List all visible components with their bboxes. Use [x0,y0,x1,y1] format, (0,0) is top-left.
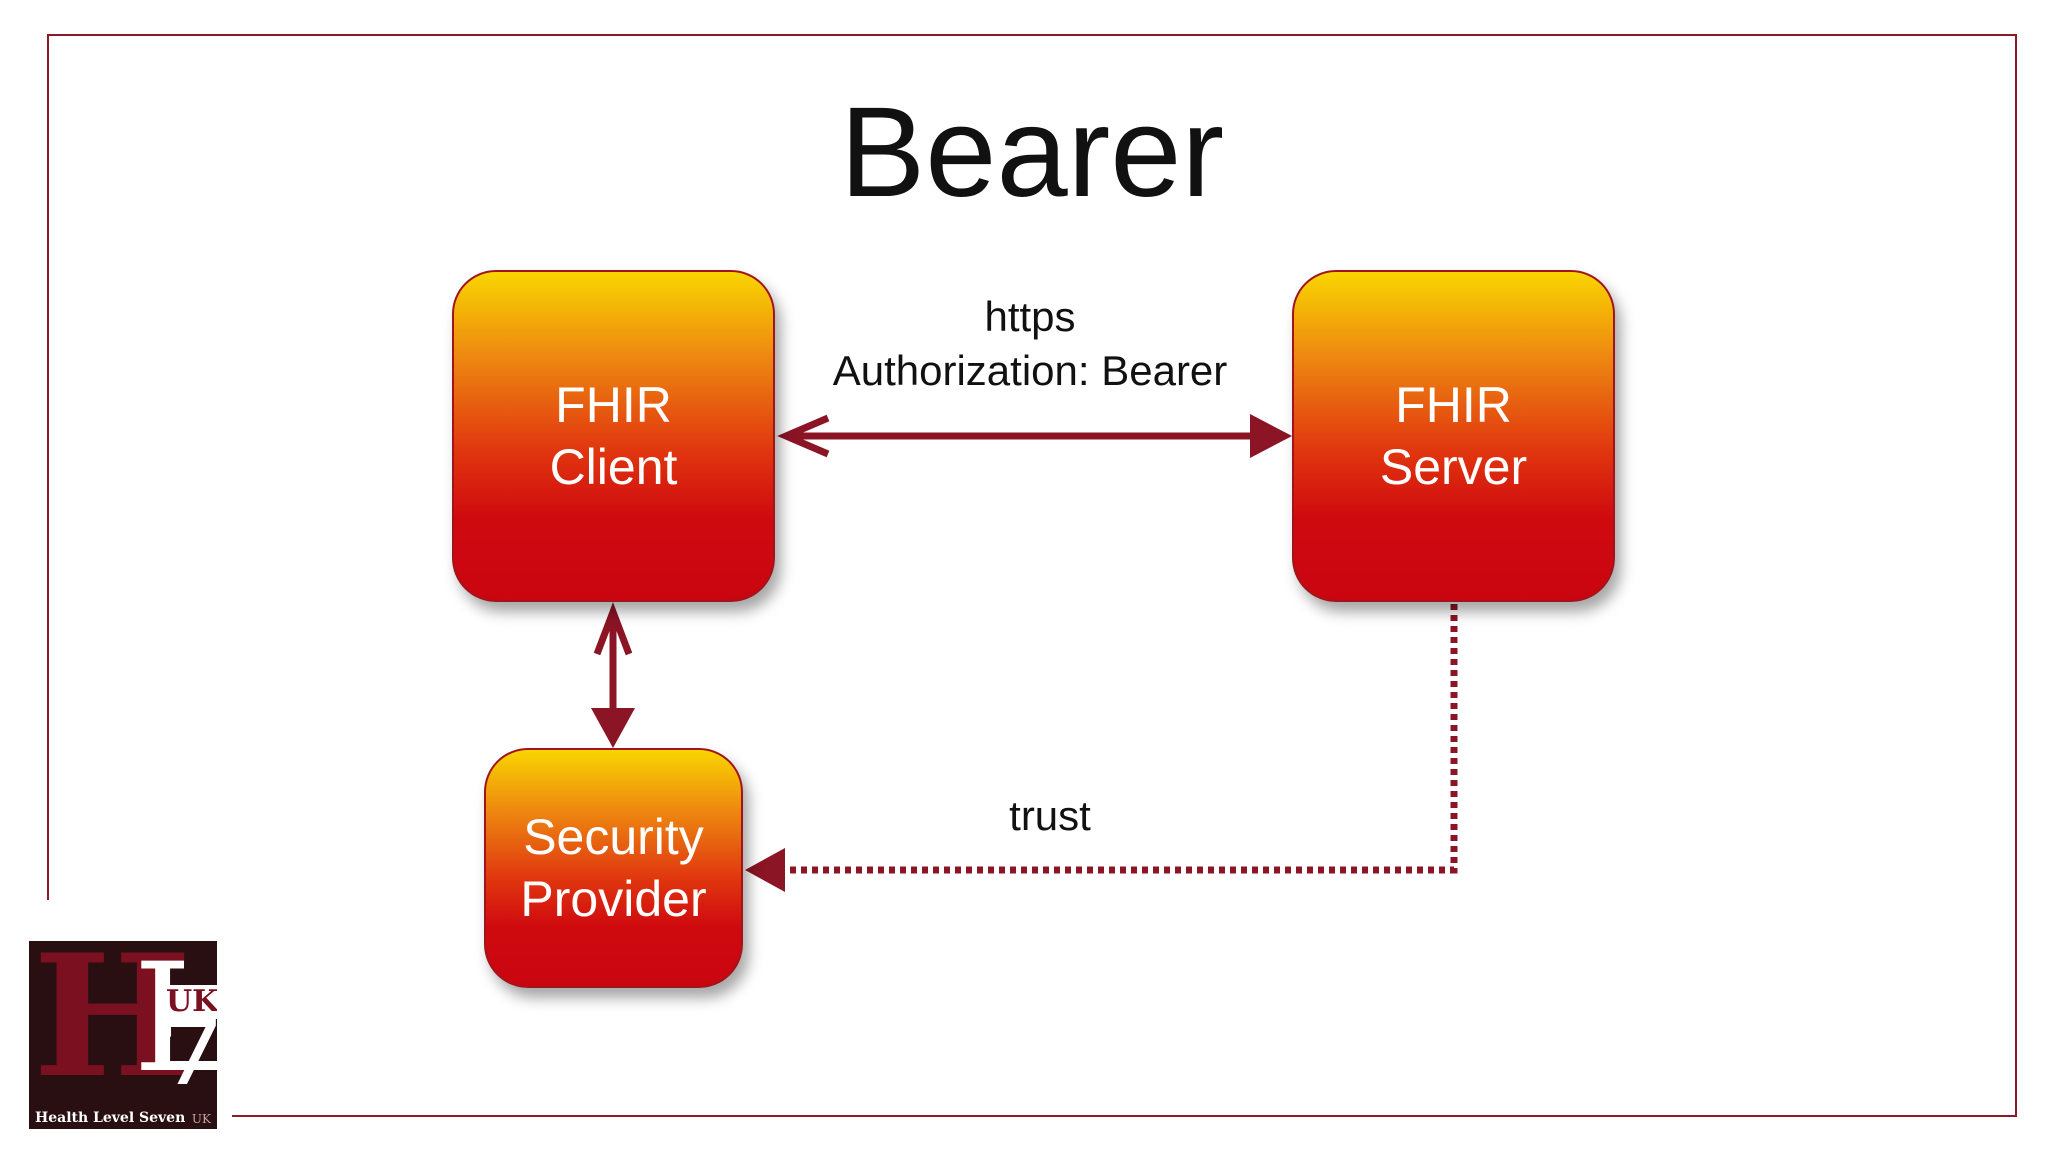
fhir-client-line2: Client [549,439,678,495]
logo-caption: Health Level Seven [35,1110,186,1126]
logo-caption-right: UK [191,1112,211,1126]
logo-l-letter: L [133,941,217,1106]
security-provider-line2: Provider [520,871,707,927]
https-edge-label: https Authorization: Bearer [780,290,1280,398]
client-provider-arrow-head-top [593,602,633,656]
logo-h-letter: H [33,941,192,1115]
security-provider-node: Security Provider [484,748,743,988]
trust-arrow-line [782,604,1458,874]
https-label-line1: https [984,293,1076,340]
fhir-server-line1: FHIR [1395,377,1512,433]
https-label-line2: Authorization: Bearer [832,347,1228,394]
fhir-server-node: FHIR Server [1292,270,1615,602]
slide-frame [47,34,2017,1117]
https-arrow-head-right [1250,414,1292,458]
trust-arrow-head [745,848,785,892]
client-provider-arrow-head-bottom [591,708,635,748]
slide-title: Bearer [839,81,1225,224]
security-provider-line1: Security [523,809,704,865]
fhir-client-node: FHIR Client [452,270,775,602]
hl7-uk-logo: H L 7 UK Health Level Seven UK [29,941,217,1129]
fhir-client-line1: FHIR [555,377,672,433]
logo-country: UK [163,985,217,1019]
trust-edge-label: trust [1009,792,1091,839]
fhir-server-line2: Server [1379,439,1528,495]
https-arrow-head-left [777,414,830,458]
